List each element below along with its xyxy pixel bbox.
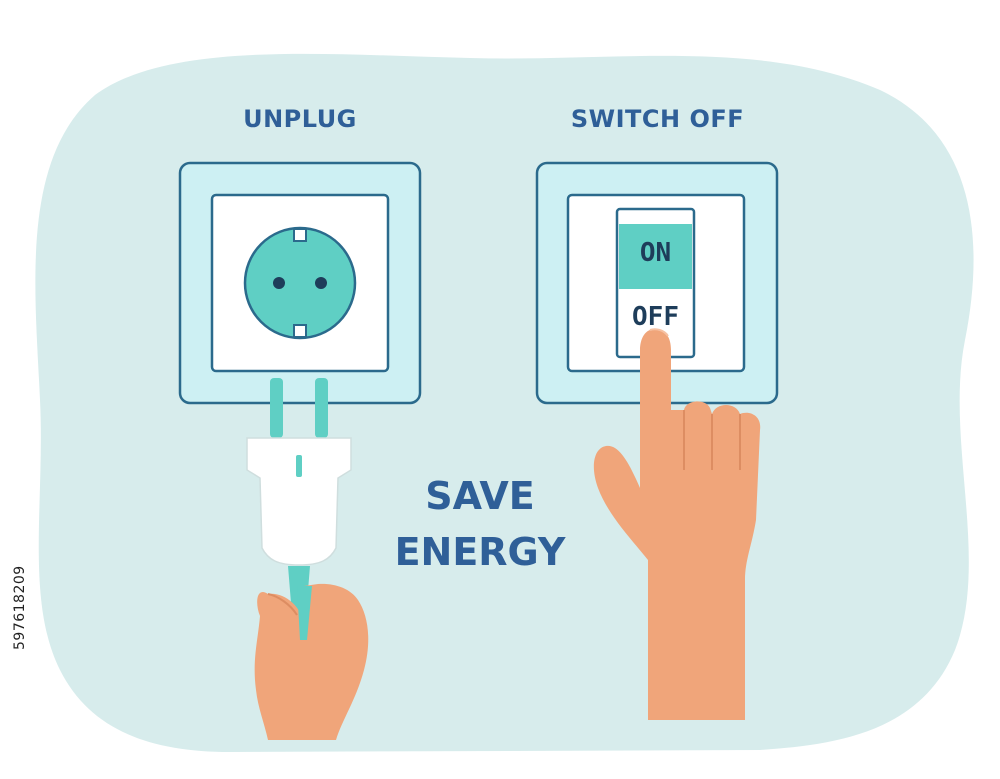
switch-off-label: SWITCH OFF xyxy=(570,105,745,133)
wall-socket-icon xyxy=(178,161,422,405)
switch-off-text: OFF xyxy=(632,302,679,332)
hand-icon xyxy=(254,583,369,740)
switch-on-label: ON xyxy=(639,238,672,268)
background-blob xyxy=(35,53,974,752)
headline-line-1: SAVE xyxy=(425,474,535,518)
headline: SAVE ENERGY xyxy=(360,468,600,580)
unplug-label: UNPLUG xyxy=(243,105,357,133)
stock-id-watermark: 597618209 xyxy=(12,565,28,650)
headline-line-2: ENERGY xyxy=(394,530,566,574)
light-switch-icon xyxy=(535,161,779,405)
hand-icon xyxy=(593,328,761,720)
